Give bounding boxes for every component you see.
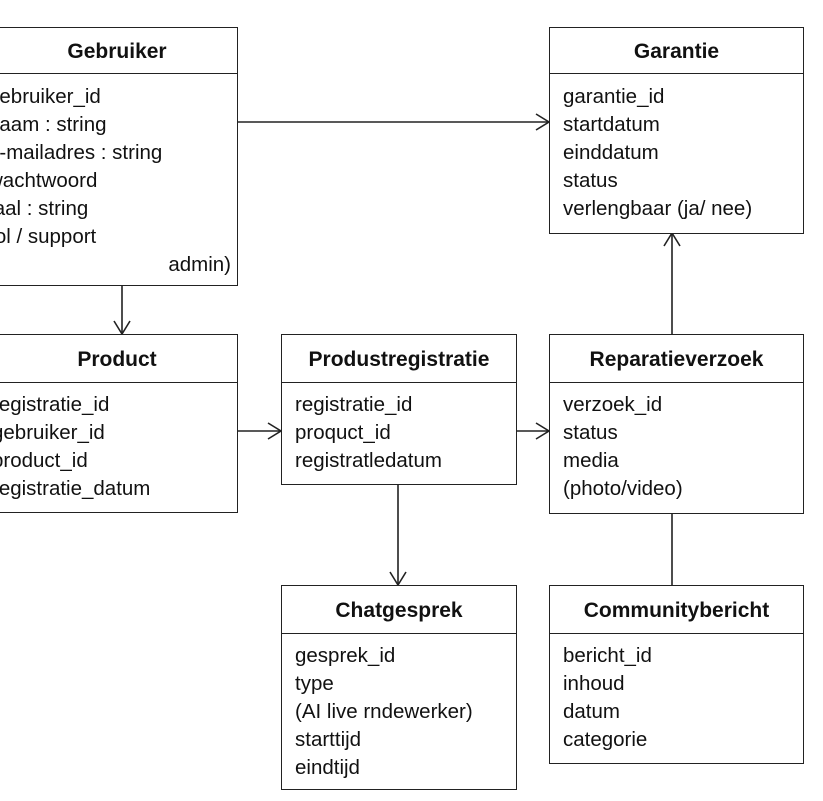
attribute: status: [563, 169, 618, 192]
entity-title: Garantie: [550, 28, 803, 74]
attribute: gebruiker_id: [0, 421, 105, 444]
attribute-list: registratie_id gebruiker_id product_id r…: [0, 383, 237, 503]
entity-reparatieverzoek[interactable]: Reparatieverzoek verzoek_id status media…: [549, 334, 804, 514]
attribute: starttijd: [295, 728, 362, 751]
entity-title: Product: [0, 335, 237, 383]
entity-produstregistratie[interactable]: Produstregistratie registratie_id proquc…: [281, 334, 517, 485]
attribute: type: [295, 672, 334, 695]
attribute: gebruiker_id: [0, 85, 101, 108]
entity-garantie[interactable]: Garantie garantie_id startdatum einddatu…: [549, 27, 804, 234]
entity-chatgesprek[interactable]: Chatgesprek gesprek_id type (AI live rnd…: [281, 585, 517, 790]
attribute: verlengbaar (ja/ nee): [563, 197, 753, 220]
entity-title: Reparatieverzoek: [550, 335, 803, 383]
attribute: einddatum: [563, 141, 659, 164]
entity-title: Produstregistratie: [282, 335, 516, 383]
attribute: registratie_id: [0, 393, 110, 416]
attribute: gesprek_id: [295, 644, 396, 667]
attribute: media: [563, 449, 619, 472]
attribute: datum: [563, 700, 620, 723]
entity-title: Chatgesprek: [282, 586, 516, 634]
attribute: startdatum: [563, 113, 660, 136]
attribute-list: bericht_id inhoud datum categorie: [550, 634, 803, 754]
attribute: product_id: [0, 449, 88, 472]
attribute: registratledatum: [295, 449, 442, 472]
attribute: categorie: [563, 728, 648, 751]
entity-product[interactable]: Product registratie_id gebruiker_id prod…: [0, 334, 238, 513]
attribute: eindtijd: [295, 756, 360, 779]
attribute: e-mailadres : string: [0, 141, 163, 164]
attribute: registratie_datum: [0, 477, 151, 500]
attribute: wachtwoord: [0, 169, 98, 192]
attribute: (photo/video): [563, 477, 683, 500]
attribute: taal : string: [0, 197, 89, 220]
entity-title: Gebruiker: [0, 28, 237, 74]
attribute: (AI live rndewerker): [295, 700, 473, 723]
entity-communitybericht[interactable]: Communitybericht bericht_id inhoud datum…: [549, 585, 804, 764]
attribute: registratie_id: [295, 393, 413, 416]
attribute: bericht_id: [563, 644, 652, 667]
attribute: status: [563, 421, 618, 444]
attribute: verzoek_id: [563, 393, 663, 416]
attribute-list: verzoek_id status media (photo/video): [550, 383, 803, 503]
attribute: inhoud: [563, 672, 625, 695]
attribute-list: registratie_id proquct_id registratledat…: [282, 383, 516, 475]
attribute: naam : string: [0, 113, 107, 136]
attribute-list: garantie_id startdatum einddatum status …: [550, 74, 803, 223]
entity-gebruiker[interactable]: Gebruiker gebruiker_id naam : string e-m…: [0, 27, 238, 286]
entity-title: Communitybericht: [550, 586, 803, 634]
attribute: admin): [168, 253, 231, 276]
attribute-list: gesprek_id type (AI live rndewerker) sta…: [282, 634, 516, 782]
attribute-list: gebruiker_id naam : string e-mailadres :…: [0, 74, 237, 279]
attribute: rol / support: [0, 225, 97, 248]
attribute: garantie_id: [563, 85, 665, 108]
attribute: proquct_id: [295, 421, 391, 444]
